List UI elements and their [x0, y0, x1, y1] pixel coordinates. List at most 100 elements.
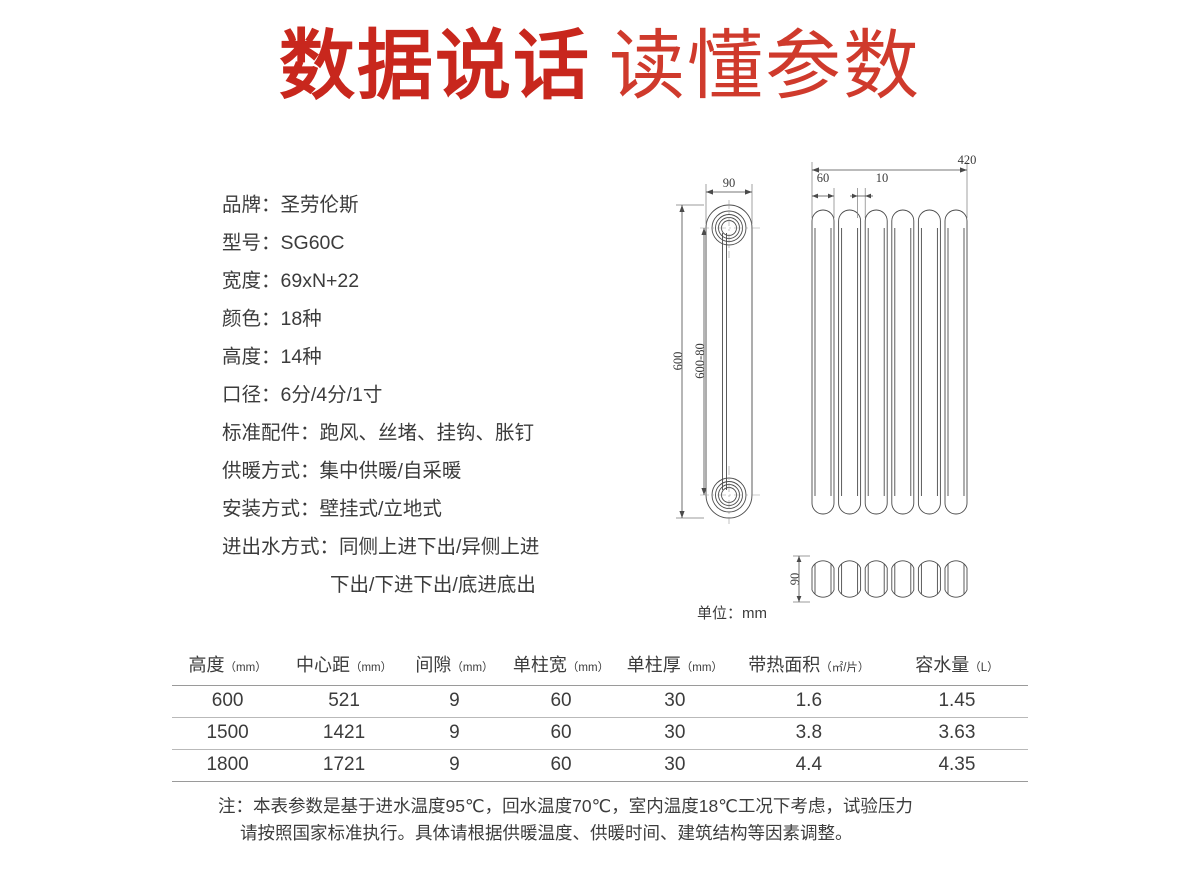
cell-height: 1500 [206, 722, 249, 743]
spec-item-caliber: 口径：6分/4分/1寸 [222, 376, 652, 414]
spec-value-model: SG60C [280, 232, 345, 254]
dim-label-side-height: 600 [671, 352, 685, 371]
header-text-water-capacity: 容水量 [915, 655, 970, 675]
cell-water-capacity: 1.45 [938, 690, 976, 711]
cell-gap: 9 [449, 754, 460, 775]
spec-value-water-flow-continued: 下出/下进下出/底进底出 [330, 574, 536, 596]
header-text-gap: 间隙 [415, 655, 452, 675]
header-unit-column-thickness: （mm） [680, 662, 723, 674]
cell-column-width: 60 [550, 690, 572, 711]
header-text-heating-area: 带热面积 [748, 655, 821, 675]
spec-item-installation: 安装方式：壁挂式/立地式 [222, 490, 652, 528]
header-unit-heating-area: （㎡/片） [820, 662, 870, 674]
cell-heating-area: 1.6 [795, 690, 823, 711]
spec-value-accessories: 跑风、丝堵、挂钩、胀钉 [319, 422, 535, 444]
radiator-technical-drawing: 90 420 60 10 600 600-80 90 [660, 148, 1060, 638]
cell-column-width: 60 [550, 754, 572, 775]
dim-label-top-depth: 90 [788, 573, 802, 586]
dim-side-center-600-80 [701, 228, 707, 495]
dim-side-width-90 [706, 189, 752, 195]
table-header-column-thickness: 单柱厚（mm） [618, 645, 732, 686]
cell-center-distance: 521 [328, 690, 360, 711]
spec-value-heating-mode: 集中供暖/自采暖 [319, 460, 462, 482]
spec-item-color: 颜色：18种 [222, 300, 652, 338]
header-unit-center-distance: （mm） [349, 662, 393, 674]
spec-label-color: 颜色： [222, 308, 281, 330]
cell-column-width: 60 [550, 722, 572, 743]
table-row: 1800 1721 9 60 30 4.4 4.35 [172, 750, 1028, 782]
spec-item-model: 型号：SG60C [222, 224, 652, 262]
table-header-center-distance: 中心距（mm） [283, 645, 405, 686]
dim-label-front-gap: 10 [876, 171, 889, 185]
table-header-height: 高度（mm） [172, 645, 283, 686]
cell-column-thickness: 30 [664, 690, 686, 711]
spec-value-installation: 壁挂式/立地式 [319, 498, 442, 520]
spec-value-width: 69xN+22 [280, 270, 360, 292]
spec-item-brand: 品牌：圣劳伦斯 [222, 186, 652, 224]
header-text-column-width: 单柱宽 [512, 655, 567, 675]
dim-front-total-420 [812, 167, 967, 173]
parameter-table: 高度（mm） 中心距（mm） 间隙（mm） 单柱宽（mm） 单柱厚（mm） 带热… [172, 645, 1028, 782]
spec-label-brand: 品牌： [222, 194, 281, 216]
cell-height: 600 [211, 690, 244, 711]
spec-item-width: 宽度：69xN+22 [222, 262, 652, 300]
spec-value-height: 14种 [280, 346, 322, 368]
header-text-column-thickness: 单柱厚 [626, 655, 681, 675]
dim-side-height-600 [679, 205, 685, 518]
spec-value-water-flow: 同侧上进下出/异侧上进 [339, 536, 540, 558]
page-title-secondary: 读懂参数 [609, 24, 921, 109]
header-unit-gap: （mm） [451, 662, 494, 674]
cell-gap: 9 [449, 722, 460, 743]
header-text-center-distance: 中心距 [295, 655, 350, 675]
cell-center-distance: 1721 [322, 754, 366, 775]
spec-value-color: 18种 [280, 308, 322, 330]
footnote-line-1: 注：本表参数是基于进水温度95℃，回水温度70℃，室内温度18℃工况下考虑，试验… [218, 796, 913, 816]
table-header-water-capacity: 容水量（L） [886, 645, 1028, 686]
spec-item-water-flow: 进出水方式：同侧上进下出/异侧上进 [222, 528, 652, 566]
cell-center-distance: 1421 [322, 722, 366, 743]
cell-column-thickness: 30 [664, 722, 686, 743]
dim-label-side-center: 600-80 [693, 343, 707, 378]
table-header-row: 高度（mm） 中心距（mm） 间隙（mm） 单柱宽（mm） 单柱厚（mm） 带热… [172, 645, 1028, 686]
spec-item-accessories: 标准配件：跑风、丝堵、挂钩、胀钉 [222, 414, 652, 452]
front-view-columns [811, 209, 968, 515]
spec-label-accessories: 标准配件： [222, 422, 320, 444]
header-text-height: 高度 [188, 655, 225, 675]
spec-label-heating-mode: 供暖方式： [222, 460, 320, 482]
side-view-centerlines [700, 200, 760, 524]
dim-label-side-width: 90 [723, 176, 736, 190]
dim-top-depth-90 [796, 556, 802, 602]
cell-heating-area: 3.8 [795, 722, 823, 743]
spec-label-caliber: 口径： [222, 384, 281, 406]
spec-label-water-flow: 进出水方式： [222, 536, 340, 558]
table-header-column-width: 单柱宽（mm） [504, 645, 618, 686]
dim-front-gap-10 [850, 193, 873, 199]
spec-item-heating-mode: 供暖方式：集中供暖/自采暖 [222, 452, 652, 490]
header-unit-column-width: （mm） [566, 662, 610, 674]
specification-list: 品牌：圣劳伦斯 型号：SG60C 宽度：69xN+22 颜色：18种 高度：14… [222, 186, 652, 604]
spec-value-brand: 圣劳伦斯 [280, 194, 359, 216]
header-unit-water-capacity: （L） [969, 662, 999, 674]
page-title-primary: 数据说话 [279, 24, 591, 109]
table-row: 1500 1421 9 60 30 3.8 3.63 [172, 718, 1028, 750]
page-title: 数据说话读懂参数 [0, 24, 1200, 110]
dim-label-front-total: 420 [958, 153, 977, 167]
table-footnote: 注：本表参数是基于进水温度95℃，回水温度70℃，室内温度18℃工况下考虑，试验… [218, 793, 1048, 847]
spec-label-installation: 安装方式： [222, 498, 320, 520]
spec-value-caliber: 6分/4分/1寸 [280, 384, 383, 406]
table-header-gap: 间隙（mm） [405, 645, 504, 686]
header-unit-height: （mm） [224, 662, 267, 674]
cell-column-thickness: 30 [664, 754, 686, 775]
cell-water-capacity: 3.63 [938, 722, 976, 743]
dim-front-column-60 [812, 193, 834, 199]
cell-gap: 9 [449, 690, 460, 711]
drawing-unit-label: 单位：mm [697, 605, 767, 622]
spec-label-model: 型号： [222, 232, 281, 254]
cell-height: 1800 [206, 754, 249, 775]
spec-label-height: 高度： [222, 346, 281, 368]
cell-water-capacity: 4.35 [938, 754, 976, 775]
top-view-sections [811, 560, 968, 598]
dim-label-front-column: 60 [817, 171, 830, 185]
footnote-line-2: 请按照国家标准执行。具体请根据供暖温度、供暖时间、建筑结构等因素调整。 [240, 823, 853, 843]
table-row: 600 521 9 60 30 1.6 1.45 [172, 686, 1028, 718]
